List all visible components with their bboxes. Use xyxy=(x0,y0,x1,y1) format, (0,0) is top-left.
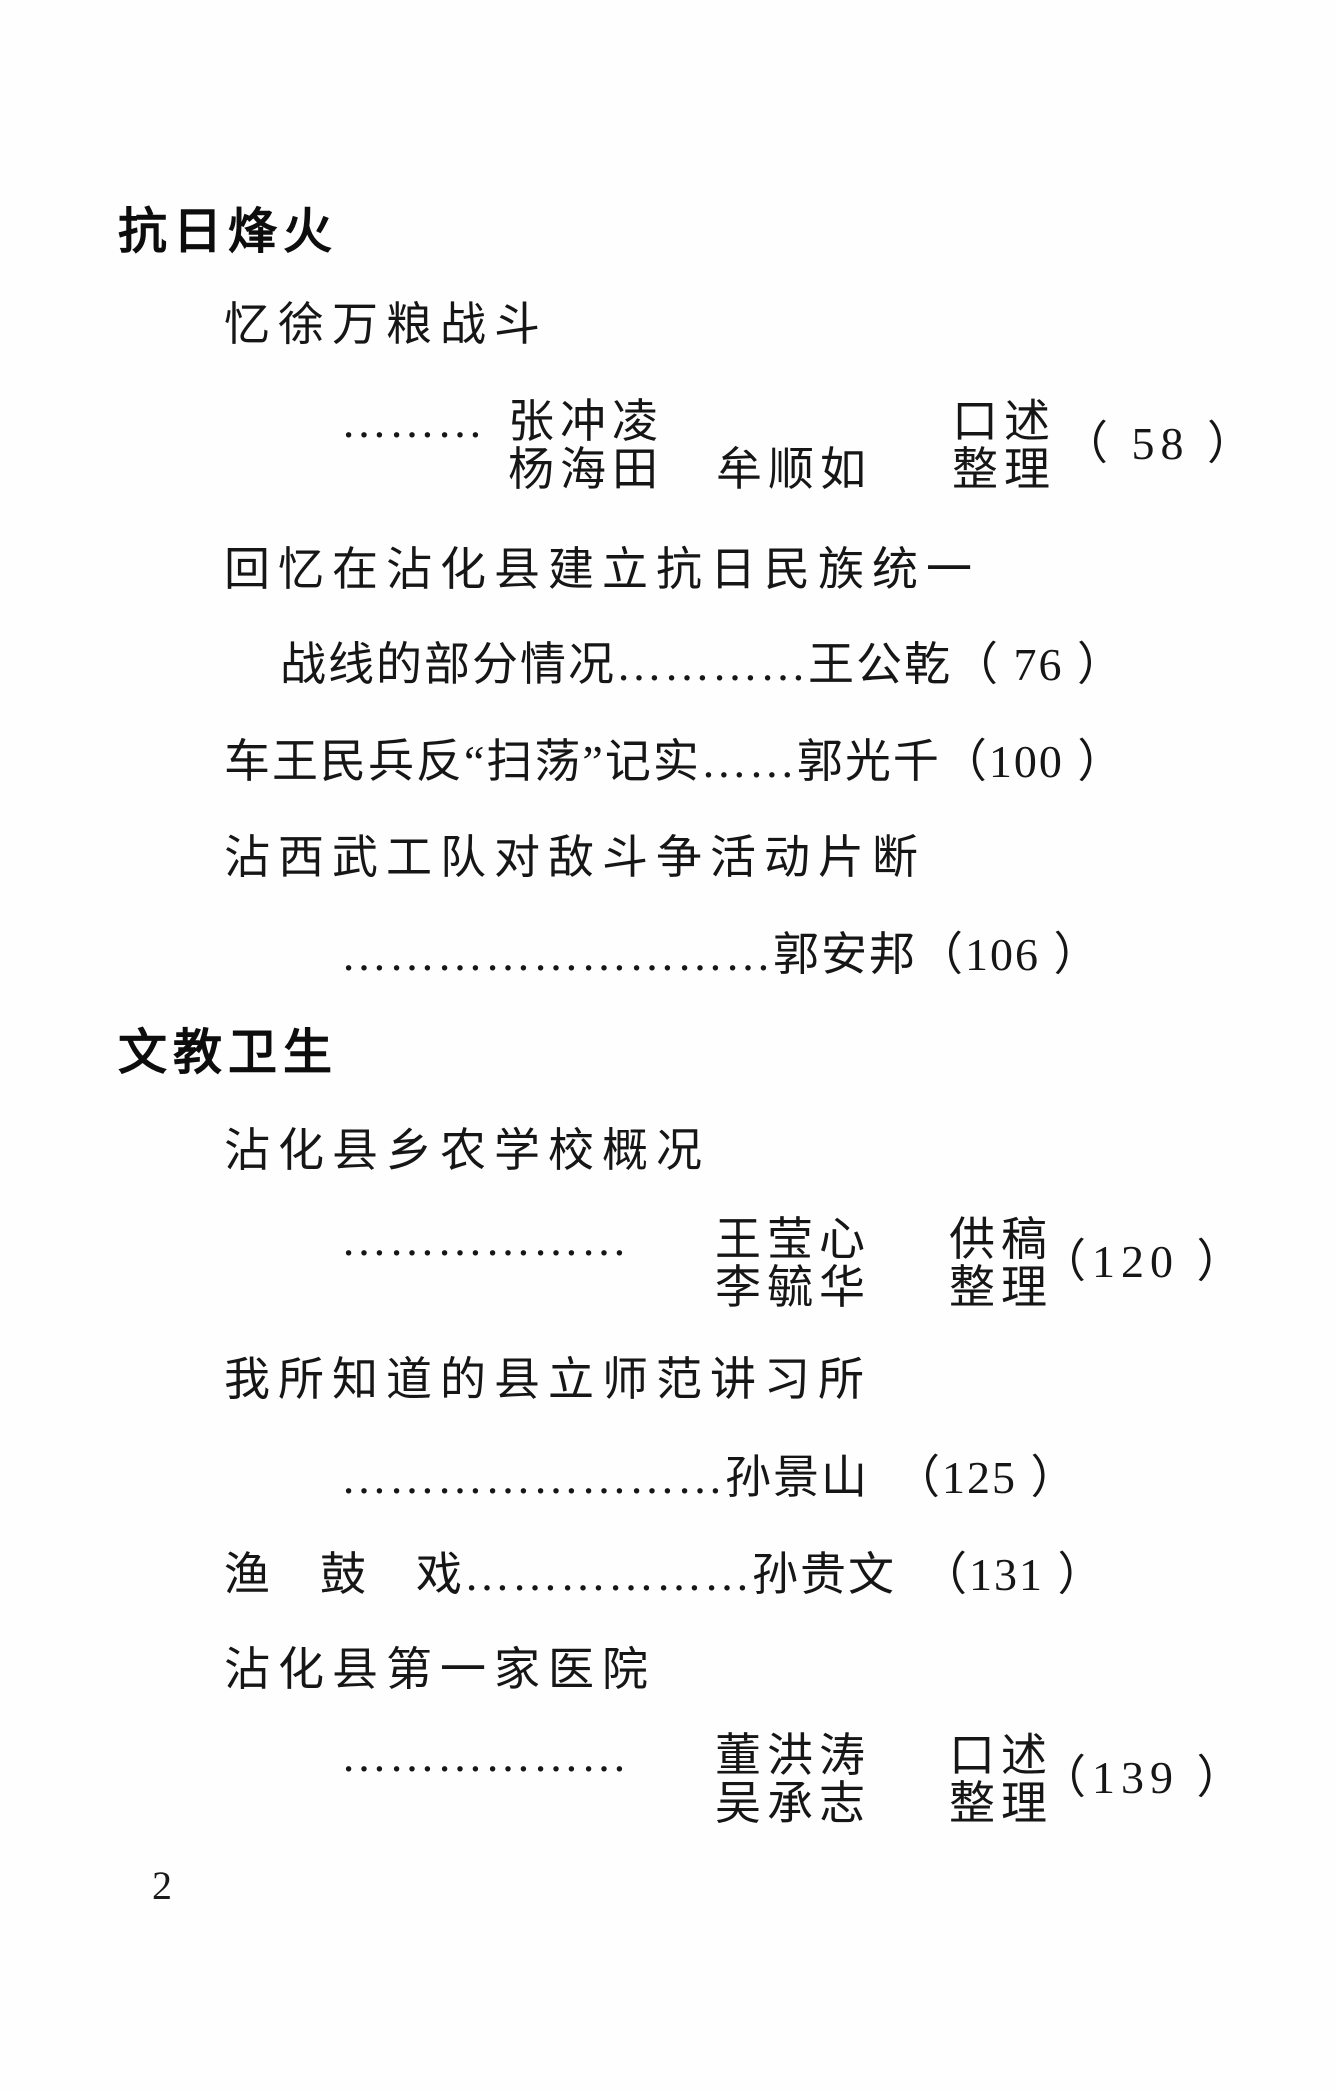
author-name: 张冲凌 xyxy=(508,396,664,447)
section-heading-resistance: 抗日烽火 xyxy=(118,204,339,259)
entry-title: 忆徐万粮战斗 xyxy=(224,299,548,350)
page-reference: （120 ） xyxy=(1040,1236,1249,1287)
author-role: 供稿 xyxy=(949,1214,1053,1265)
author-role: 口述 xyxy=(949,1730,1053,1781)
page-reference: （ 58 ） xyxy=(1062,418,1259,469)
attribution-block: ……………… 王莹心 供稿 李毓华 整理 （120 ） xyxy=(0,1214,1336,1331)
author-name: 董洪涛 xyxy=(715,1730,871,1781)
entry-title: 我所知道的县立师范讲习所 xyxy=(224,1354,872,1405)
author-name: 吴承志 xyxy=(715,1778,871,1829)
entry-continuation-line: ………………………郭安邦（106 ） xyxy=(341,929,1102,980)
entry-title: 沾化县乡农学校概况 xyxy=(224,1125,710,1176)
section-heading-culture-education-health: 文教卫生 xyxy=(118,1025,339,1080)
author-role: 口述 xyxy=(952,396,1056,447)
author-name: 王莹心 xyxy=(715,1214,871,1265)
leader-dots: ……… xyxy=(341,396,485,447)
author-role: 整理 xyxy=(949,1778,1053,1829)
folio-page-number: 2 xyxy=(152,1863,172,1908)
leader-dots: ……………… xyxy=(341,1214,629,1265)
entry-line: 车王民兵反“扫荡”记实……郭光千（100 ） xyxy=(224,736,1126,787)
entry-title: 回忆在沾化县建立抗日民族统一 xyxy=(224,544,980,595)
entry-title: 沾化县第一家医院 xyxy=(224,1644,656,1695)
entry-continuation-line: 战线的部分情况…………王公乾（ 76 ） xyxy=(280,639,1125,690)
entry-title: 沾西武工队对敌斗争活动片断 xyxy=(224,832,926,883)
attribution-block: ……………… 董洪涛 口述 吴承志 整理 （139 ） xyxy=(0,1730,1336,1847)
attribution-block: ……… 张冲凌 口述 杨海田 牟顺如 整理 （ 58 ） xyxy=(0,396,1336,513)
author-name: 杨海田 牟顺如 xyxy=(508,444,872,495)
author-role: 整理 xyxy=(952,444,1056,495)
page-reference: （139 ） xyxy=(1040,1752,1249,1803)
entry-line: 渔 鼓 戏………………孙贵文 （131 ） xyxy=(224,1549,1106,1600)
entry-continuation-line: ……………………孙景山 （125 ） xyxy=(341,1452,1079,1503)
leader-dots: ……………… xyxy=(341,1730,629,1781)
author-name: 李毓华 xyxy=(715,1262,871,1313)
author-role: 整理 xyxy=(949,1262,1053,1313)
